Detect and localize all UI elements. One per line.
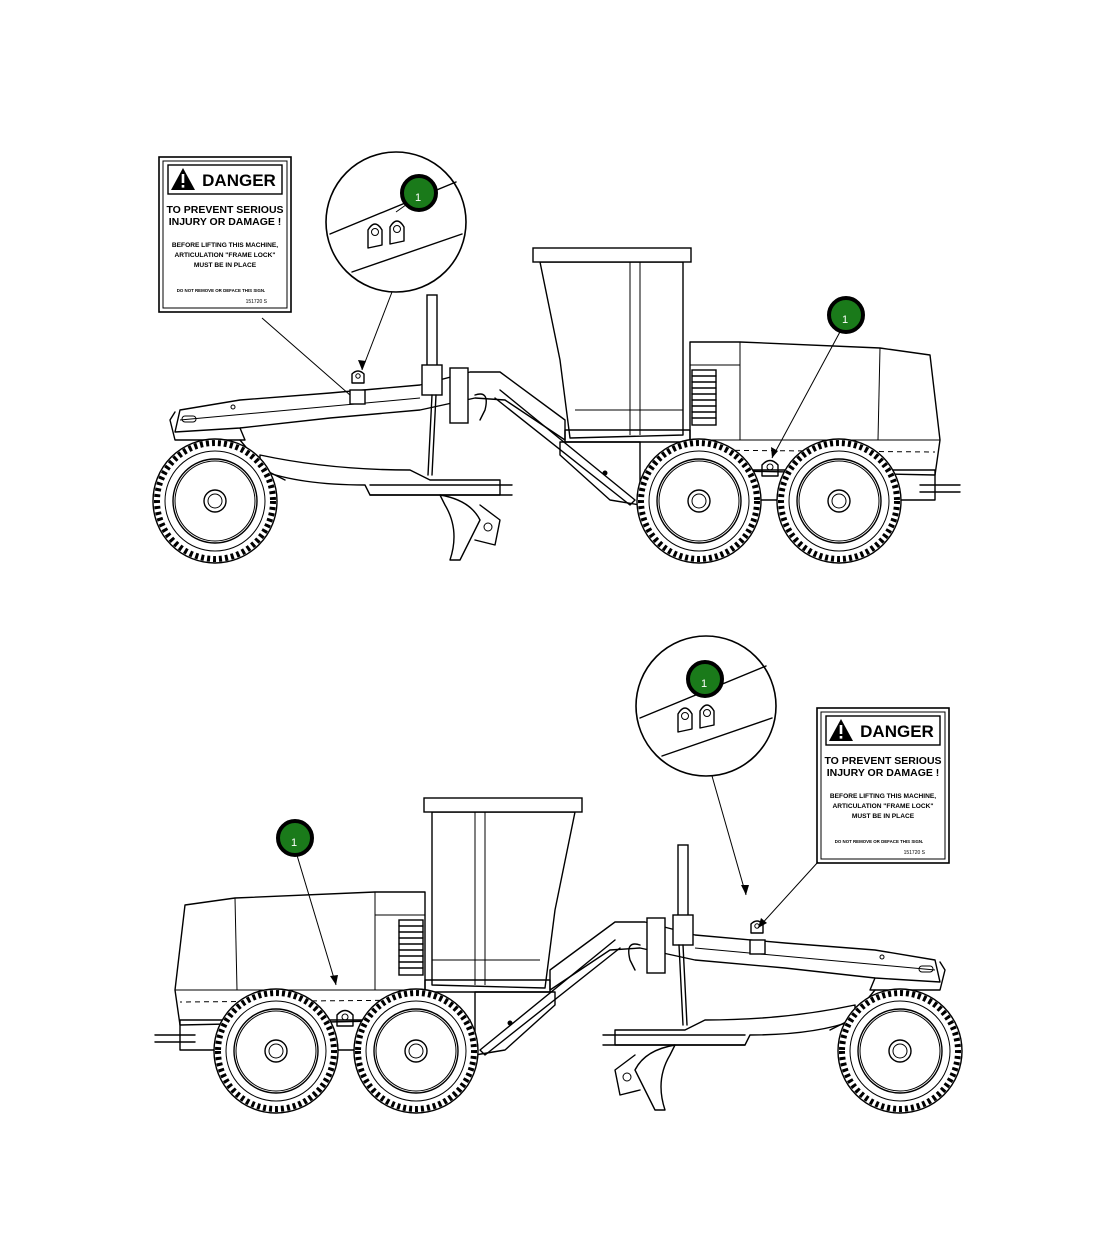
bottom-detail-callout-label: 1 [701,678,707,690]
top-sign-line3: BEFORE LIFTING THIS MACHINE, [172,242,278,249]
bottom-leader-rear [295,851,337,986]
bottom-sign-part-number: 151720 S [904,850,926,856]
bottom-sign-footer: DO NOT REMOVE OR DEFACE THIS SIGN. [835,839,924,844]
top-rear-callout-label: 1 [842,314,848,326]
top-sign-header: DANGER [202,171,276,190]
top-sign-part-number: 151720 S [246,299,268,305]
top-detail-circle [325,151,467,293]
top-leader-detail [361,291,393,371]
top-rear-callout: 1 [827,296,865,334]
bottom-detail-circle [635,635,777,777]
top-leader-rear [771,329,842,459]
bottom-danger-sign: DANGER TO PREVENT SERIOUS INJURY OR DAMA… [816,707,950,864]
top-detail-callout: 1 [400,174,438,212]
top-sign-footer: DO NOT REMOVE OR DEFACE THIS SIGN. [177,288,266,293]
bottom-sign-line4: ARTICULATION "FRAME LOCK" [833,803,934,810]
bottom-detail-callout: 1 [686,660,724,698]
top-detail-callout-label: 1 [415,192,421,204]
bottom-sign-line1: TO PREVENT SERIOUS [824,755,941,767]
top-danger-sign: DANGER TO PREVENT SERIOUS INJURY OR DAMA… [158,156,292,313]
bottom-sign-line3: BEFORE LIFTING THIS MACHINE, [830,793,936,800]
bottom-sign-line2: INJURY OR DAMAGE ! [827,767,940,779]
bottom-sign-line5: MUST BE IN PLACE [852,813,915,820]
top-leader-sign [261,317,351,396]
bottom-leader-sign [757,861,819,929]
top-sign-line4: ARTICULATION "FRAME LOCK" [175,252,276,259]
bottom-sign-header: DANGER [860,722,934,741]
top-sign-line5: MUST BE IN PLACE [194,262,257,269]
bottom-rear-callout-label: 1 [291,837,297,849]
bottom-rear-callout: 1 [276,819,314,857]
top-sign-line1: TO PREVENT SERIOUS [166,204,283,216]
top-sign-line2: INJURY OR DAMAGE ! [169,216,282,228]
bottom-leader-detail [711,775,747,896]
